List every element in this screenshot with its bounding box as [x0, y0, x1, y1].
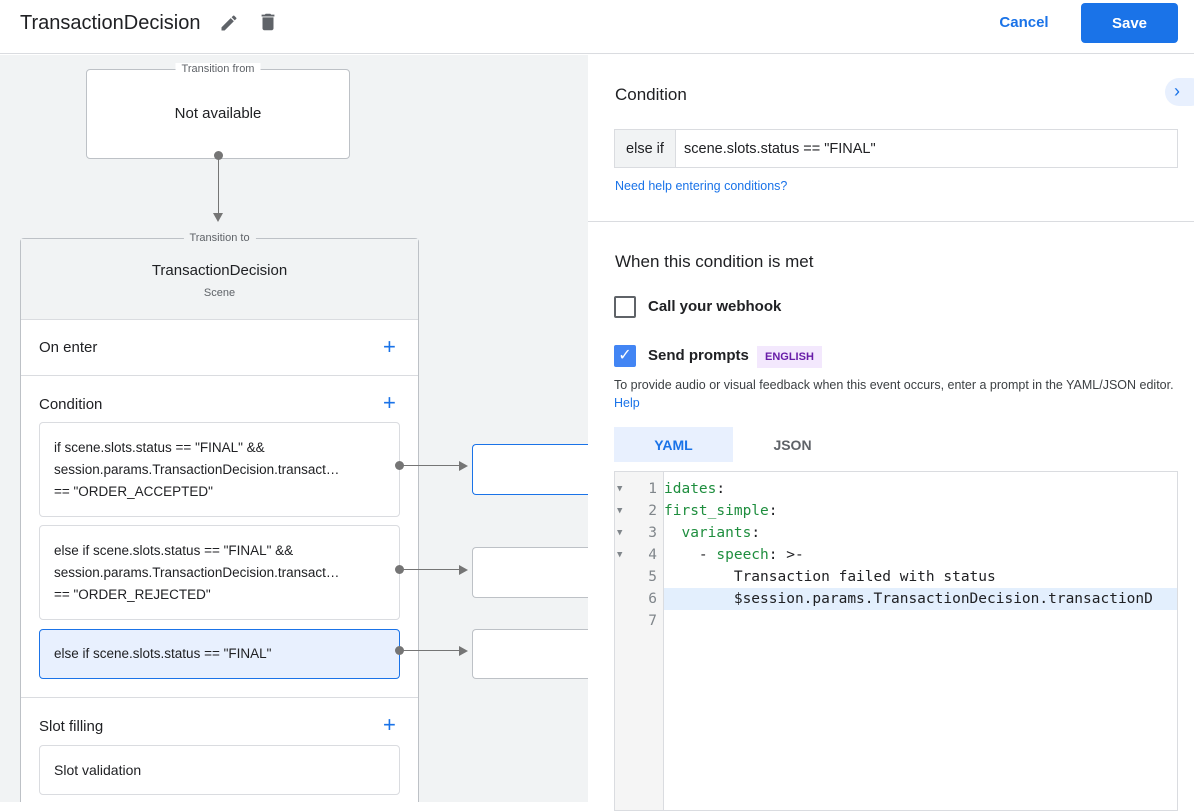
code-line[interactable]: 6 $session.params.TransactionDecision.tr…	[615, 588, 1177, 610]
collapse-panel-button[interactable]: ›	[1165, 78, 1194, 106]
condition-line: == "ORDER_REJECTED"	[54, 586, 211, 602]
code-line[interactable]: ▼ 1 idates:	[615, 478, 1177, 500]
code-text: Transaction failed with status	[733, 569, 996, 585]
language-badge: ENGLISH	[757, 346, 822, 368]
check-icon: ✓	[618, 347, 632, 364]
transition-to-legend: Transition to	[183, 232, 256, 244]
condition-line: else if scene.slots.status == "FINAL" &&	[54, 542, 294, 558]
page-title: TransactionDecision	[20, 12, 201, 34]
trash-icon[interactable]	[257, 11, 279, 33]
arrow-down-icon	[213, 213, 223, 222]
header: TransactionDecision Cancel Save	[0, 0, 1194, 54]
condition-item[interactable]: if scene.slots.status == "FINAL" && sess…	[39, 422, 400, 517]
condition-label: Condition	[39, 396, 103, 413]
add-slot-icon[interactable]: +	[383, 712, 396, 737]
help-conditions-link[interactable]: Need help entering conditions?	[615, 179, 788, 193]
scene-node: Transition to TransactionDecision Scene …	[20, 232, 419, 802]
code-text: variants:	[681, 525, 761, 541]
chevron-right-icon: ›	[1174, 81, 1180, 101]
condition-title: Condition	[615, 85, 687, 104]
scene-header[interactable]: Transition to TransactionDecision Scene	[21, 232, 418, 320]
condition-line: session.params.TransactionDecision.trans…	[54, 461, 340, 477]
code-text: - speech: >-	[698, 547, 804, 563]
code-text: first_simple:	[664, 503, 778, 519]
tab-yaml[interactable]: YAML	[614, 427, 733, 462]
editor-gutter	[615, 472, 664, 810]
tab-json[interactable]: JSON	[773, 436, 812, 453]
code-editor[interactable]: ▼ 1 idates: ▼ 2 first_simple: ▼ 3 variants: ▼ 4 -…	[614, 471, 1178, 811]
transition-from-legend: Transition from	[175, 63, 261, 75]
description-text: To provide audio or visual feedback when…	[614, 378, 1174, 392]
condition-prefix: else if	[615, 130, 676, 167]
save-button[interactable]: Save	[1081, 3, 1178, 43]
pencil-icon[interactable]	[219, 13, 239, 33]
slot-validation-item[interactable]: Slot validation	[39, 745, 400, 795]
transition-target-node[interactable]	[472, 444, 588, 495]
add-condition-icon[interactable]: +	[383, 390, 396, 415]
slot-filling-section: Slot filling + Slot validation	[21, 698, 418, 802]
line-number: 3	[648, 525, 657, 541]
code-line[interactable]: 7	[615, 610, 1177, 632]
fold-arrow-icon[interactable]: ▼	[617, 506, 623, 516]
add-on-enter-icon[interactable]: +	[383, 334, 396, 359]
prompt-description: To provide audio or visual feedback when…	[614, 376, 1174, 412]
line-number: 2	[648, 503, 657, 519]
code-line[interactable]: 5 Transaction failed with status	[615, 566, 1177, 588]
line-number: 5	[648, 569, 657, 585]
scene-type: Scene	[203, 287, 236, 299]
fold-arrow-icon[interactable]: ▼	[617, 484, 623, 494]
code-line[interactable]: ▼ 2 first_simple:	[615, 500, 1177, 522]
divider	[588, 221, 1194, 222]
connector-line	[218, 156, 219, 214]
connector-dot	[395, 646, 404, 655]
code-text: idates:	[664, 481, 726, 497]
condition-line: if scene.slots.status == "FINAL" &&	[54, 439, 265, 455]
connector-line	[400, 465, 460, 466]
connector-dot	[395, 461, 404, 470]
flow-canvas[interactable]: Transition from Not available Transition…	[0, 55, 588, 802]
code-text: $session.params.TransactionDecision.tran…	[733, 591, 1153, 607]
condition-line: session.params.TransactionDecision.trans…	[54, 564, 340, 580]
prompts-label: Send prompts	[648, 347, 749, 364]
line-number: 7	[648, 613, 657, 629]
prompts-checkbox[interactable]: ✓	[614, 345, 636, 367]
transition-target-node[interactable]	[472, 629, 588, 679]
on-enter-section: On enter +	[21, 320, 418, 376]
connector-line	[400, 569, 460, 570]
line-number: 4	[648, 547, 657, 563]
transition-target-node[interactable]	[472, 547, 588, 598]
condition-line: == "ORDER_ACCEPTED"	[54, 483, 213, 499]
condition-item-selected[interactable]: else if scene.slots.status == "FINAL"	[39, 629, 400, 679]
connector-dot	[214, 151, 223, 160]
slot-filling-label: Slot filling	[39, 718, 104, 735]
condition-line: else if scene.slots.status == "FINAL"	[54, 646, 272, 661]
help-link[interactable]: Help	[614, 396, 640, 410]
webhook-label: Call your webhook	[648, 298, 782, 315]
arrow-right-icon	[459, 461, 468, 471]
webhook-checkbox[interactable]	[614, 296, 636, 318]
fold-arrow-icon[interactable]: ▼	[617, 550, 623, 560]
condition-item[interactable]: else if scene.slots.status == "FINAL" &&…	[39, 525, 400, 620]
code-line[interactable]: ▼ 3 variants:	[615, 522, 1177, 544]
condition-section: Condition +	[21, 376, 418, 698]
transition-from-value: Not available	[174, 105, 262, 122]
scene-name: TransactionDecision	[151, 262, 288, 279]
arrow-right-icon	[459, 565, 468, 575]
line-number: 1	[648, 481, 657, 497]
transition-from-node[interactable]: Transition from Not available	[86, 63, 350, 159]
code-line[interactable]: ▼ 4 - speech: >-	[615, 544, 1177, 566]
arrow-right-icon	[459, 646, 468, 656]
cancel-button[interactable]: Cancel	[999, 13, 1049, 31]
met-title: When this condition is met	[615, 252, 814, 271]
on-enter-label: On enter	[39, 339, 98, 356]
line-number: 6	[648, 591, 657, 607]
condition-input[interactable]: else if scene.slots.status == "FINAL"	[614, 129, 1178, 168]
fold-arrow-icon[interactable]: ▼	[617, 528, 623, 538]
connector-dot	[395, 565, 404, 574]
connector-line	[400, 650, 460, 651]
condition-value[interactable]: scene.slots.status == "FINAL"	[684, 140, 876, 157]
